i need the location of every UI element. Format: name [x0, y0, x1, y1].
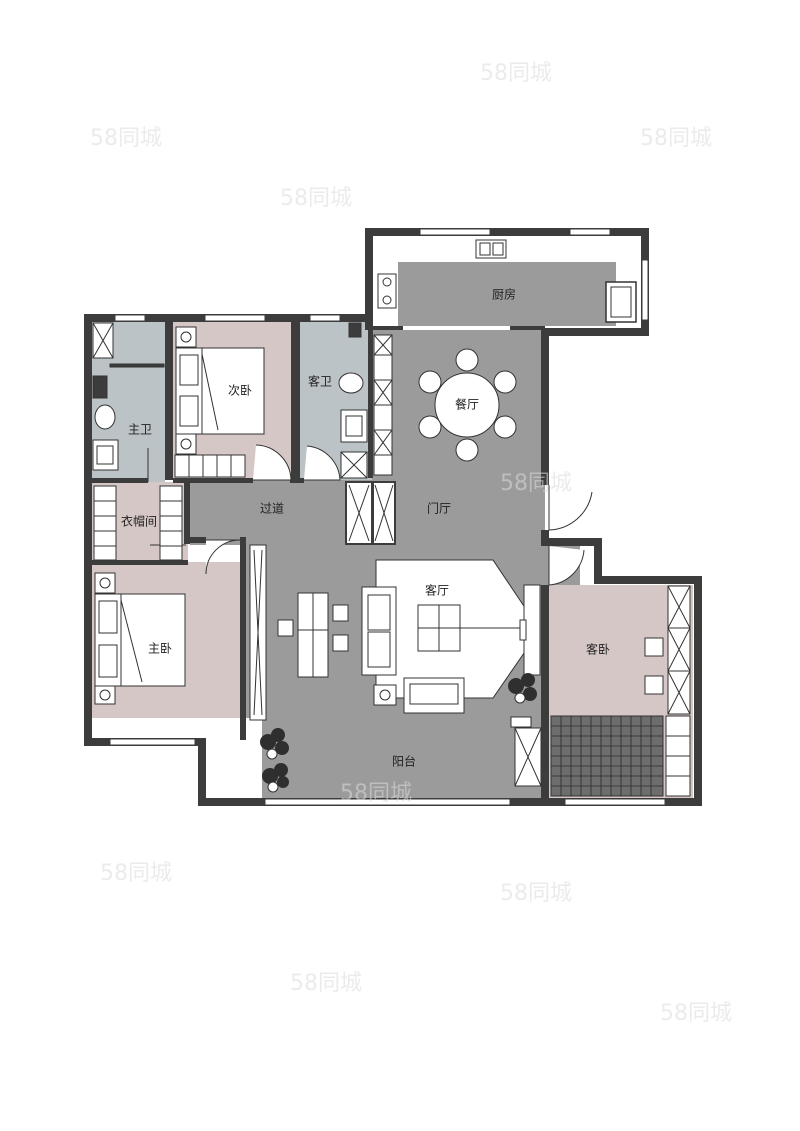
- plant-icon: [262, 763, 289, 793]
- toilet-icon: [338, 372, 364, 394]
- living-room-furniture: [249, 544, 541, 721]
- cloakroom-cabinets: [93, 485, 183, 561]
- watermarks: 58同城 58同城 58同城 58同城 58同城 58同城 58同城 58同城 …: [90, 61, 732, 1026]
- watermark-text: 58同城: [90, 126, 162, 151]
- door-icon: [548, 546, 585, 586]
- guest-bath-fixtures: [338, 322, 368, 479]
- watermark-text: 58同城: [290, 971, 362, 996]
- balcony-label: 阳台: [392, 754, 416, 769]
- door-icon: [253, 444, 292, 481]
- door-icon: [548, 485, 593, 531]
- foyer-label: 门厅: [427, 501, 451, 516]
- kitchen-label: 厨房: [492, 287, 516, 302]
- second-bedroom-label: 次卧: [228, 384, 252, 398]
- living-room-label: 客厅: [425, 583, 449, 598]
- master-bedroom-furniture: [94, 572, 186, 705]
- dining-table: [418, 348, 517, 462]
- master-bath-label: 主卫: [128, 423, 152, 437]
- watermark-text: 58同城: [340, 781, 412, 806]
- chair-icon: [277, 619, 294, 637]
- guest-bedroom-label: 客卧: [586, 642, 610, 657]
- sink-icon: [475, 239, 507, 259]
- dining-chair-icon: [418, 370, 442, 394]
- second-bedroom-furniture: [174, 326, 265, 478]
- stool-icon: [644, 637, 664, 657]
- dining-chair-icon: [455, 438, 479, 462]
- doors: [147, 444, 593, 586]
- dining-chair-icon: [493, 415, 517, 439]
- wardrobe-icon: [174, 454, 246, 478]
- plant-icon: [260, 728, 289, 760]
- kitchen-fixtures: [377, 239, 637, 323]
- washbasin-icon: [340, 409, 368, 443]
- kitchen-counter-floor: [398, 262, 616, 326]
- chair-icon: [332, 604, 349, 622]
- side-table-icon: [373, 684, 397, 706]
- plant-icon: [508, 673, 537, 704]
- toilet-icon: [94, 404, 116, 430]
- guest-bedroom-furniture: [550, 585, 691, 797]
- stool-icon: [644, 675, 664, 695]
- balcony-left-niche: [206, 744, 244, 800]
- stove-icon: [377, 273, 397, 309]
- dining-chair-icon: [418, 415, 442, 439]
- master-bedroom-label: 主卧: [148, 642, 172, 656]
- guest-bath-label: 客卫: [308, 374, 332, 389]
- master-bath-fixtures: [92, 322, 165, 471]
- cloakroom-label: 衣帽间: [121, 514, 157, 529]
- plants: [260, 673, 537, 793]
- watermark-text: 58同城: [280, 186, 352, 211]
- windows: [109, 228, 666, 806]
- dining-table-top: [434, 372, 500, 438]
- dining-chair-icon: [493, 370, 517, 394]
- watermark-text: 58同城: [660, 1001, 732, 1026]
- chair-icon: [332, 634, 349, 652]
- dining-cabinets: [348, 334, 394, 542]
- dining-chair-icon: [455, 348, 479, 372]
- door-icon: [304, 445, 341, 481]
- wardrobe-icon: [159, 485, 183, 561]
- wardrobe-icon: [93, 485, 117, 561]
- door-icon: [205, 539, 241, 575]
- dining-label: 餐厅: [455, 397, 479, 412]
- corridor-label: 过道: [260, 502, 284, 516]
- watermark-text: 58同城: [100, 861, 172, 886]
- watermark-text: 58同城: [500, 881, 572, 906]
- balcony-storage: [510, 716, 542, 787]
- watermark-text: 58同城: [640, 126, 712, 151]
- watermark-text: 58同城: [480, 61, 552, 86]
- watermark-text: 58同城: [500, 471, 572, 496]
- room-labels: 厨房 餐厅 次卧 客卫 主卫 衣帽间 过道 门厅 客厅 主卧 客卧 阳台: [121, 287, 610, 769]
